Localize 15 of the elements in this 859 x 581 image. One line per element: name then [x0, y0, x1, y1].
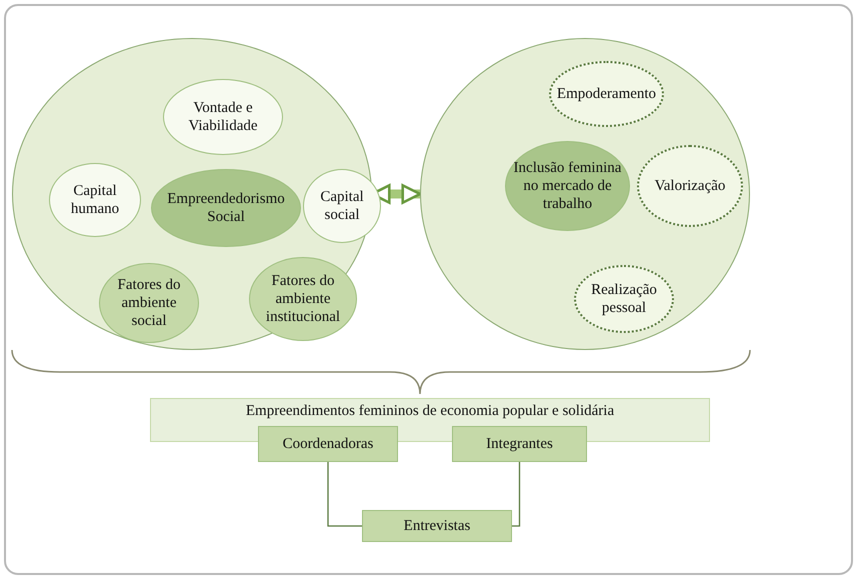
concept-ellipse: Vontade e Viabilidade — [163, 79, 283, 155]
connector-line — [327, 462, 362, 527]
label-box: Integrantes — [452, 426, 587, 462]
connector-line — [512, 462, 520, 527]
concept-ellipse: Empoderamento — [549, 61, 664, 127]
concept-ellipse: Valorização — [637, 145, 743, 227]
concept-ellipse: Inclusão feminina no mercado de trabalho — [505, 141, 630, 231]
concept-ellipse: Fatores do ambiente social — [99, 263, 199, 343]
concept-ellipse: Realização pessoal — [574, 265, 674, 333]
label-box: Entrevistas — [362, 510, 512, 542]
concept-ellipse: Fatores do ambiente institucional — [249, 257, 357, 341]
concept-ellipse: Capital social — [303, 169, 381, 243]
label-box: Coordenadoras — [258, 426, 398, 462]
concept-ellipse: Empreendedorismo Social — [151, 169, 301, 247]
concept-ellipse: Capital humano — [49, 163, 141, 237]
